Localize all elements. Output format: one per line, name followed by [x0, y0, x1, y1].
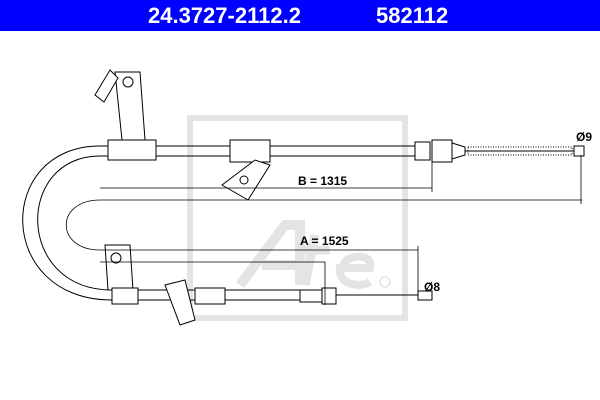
dimension-a-label: A = 1525 [300, 234, 349, 248]
cable-loop [22, 145, 113, 301]
cable-loop-inner [37, 155, 113, 291]
title-bar: 24.3727-2112.2 582112 [0, 0, 600, 31]
lower-end-fitting [299, 287, 433, 305]
part-number: 24.3727-2112.2 [148, 3, 301, 28]
lower-cable [112, 289, 420, 301]
diameter-upper-label: Ø9 [576, 130, 593, 144]
upper-cable-nipple [573, 145, 585, 157]
dimension-b-label: B = 1315 [298, 174, 348, 188]
lower-bracket [104, 244, 226, 326]
diameter-lower-label: Ø8 [424, 280, 441, 294]
upper-end-fitting [414, 139, 466, 163]
reference-number: 582112 [376, 3, 449, 28]
dimension-lines [65, 155, 582, 305]
upper-bracket [94, 69, 157, 161]
middle-clip [221, 139, 271, 201]
